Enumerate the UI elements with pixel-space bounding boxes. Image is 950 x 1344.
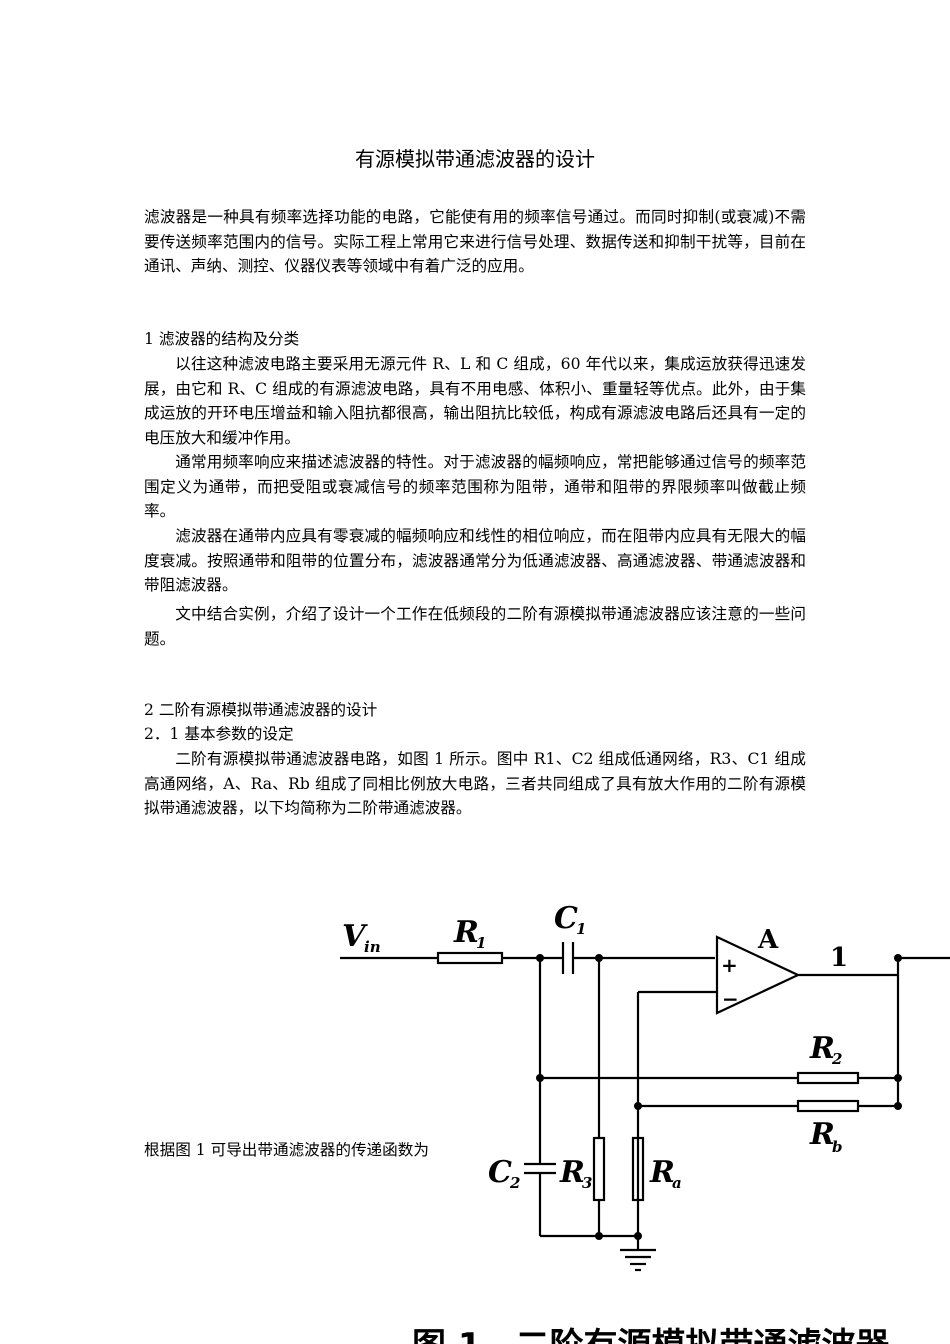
label-c2: C	[488, 1155, 512, 1190]
r2-resistor	[796, 1071, 860, 1085]
label-r3: R	[559, 1155, 585, 1190]
label-plus: +	[721, 953, 738, 977]
section1-heading: 1 滤波器的结构及分类	[144, 330, 300, 348]
label-rb: R	[809, 1117, 835, 1152]
intro-paragraph: 滤波器是一种具有频率选择功能的电路，它能使有用的频率信号通过。而同时抑制(或衰减…	[144, 208, 806, 275]
page-title: 有源模拟带通滤波器的设计	[355, 147, 595, 171]
label-ra: R	[649, 1155, 675, 1190]
label-ra-sub: a	[672, 1174, 682, 1192]
label-vin: V	[342, 919, 368, 954]
section2-subheading: 2．1 基本参数的设定	[144, 725, 294, 743]
section2-heading: 2 二阶有源模拟带通滤波器的设计	[144, 701, 378, 719]
circuit-figure: V in R 1 C 1 A + − 1 R 2 R b C 2 R 3 R a…	[320, 880, 950, 1344]
label-r1-sub: 1	[476, 934, 486, 952]
section1-paragraph-2: 通常用频率响应来描述滤波器的特性。对于滤波器的幅频响应，常把能够通过信号的频率范…	[144, 453, 806, 520]
label-amp: A	[757, 925, 779, 955]
section2-paragraph: 二阶有源模拟带通滤波器电路，如图 1 所示。图中 R1、C2 组成低通网络，R3…	[144, 750, 806, 817]
label-r2-sub: 2	[831, 1050, 842, 1068]
bandpass-circuit-diagram: V in R 1 C 1 A + − 1 R 2 R b C 2 R 3 R a…	[340, 901, 950, 1344]
r3-resistor	[592, 1136, 606, 1202]
section1-paragraph-1: 以往这种滤波电路主要采用无源元件 R、L 和 C 组成，60 年代以来，集成运放…	[144, 355, 806, 447]
op-amp-triangle	[715, 935, 801, 1015]
ra-resistor	[631, 1136, 645, 1202]
transfer-function-text: 根据图 1 可导出带通滤波器的传递函数为	[144, 1141, 429, 1159]
label-node-1: 1	[830, 943, 848, 973]
figure-caption: 图 1 二阶有源模拟带通滤波器	[412, 1326, 890, 1344]
r1-resistor	[436, 951, 504, 965]
rb-resistor	[796, 1099, 860, 1113]
label-c1-sub: 1	[576, 920, 586, 938]
label-c2-sub: 2	[509, 1174, 520, 1192]
label-vin-sub: in	[364, 938, 381, 956]
label-r3-sub: 3	[582, 1174, 592, 1192]
label-minus: −	[722, 987, 739, 1011]
section1-paragraph-4: 文中结合实例，介绍了设计一个工作在低频段的二阶有源模拟带通滤波器应该注意的一些问…	[144, 605, 806, 648]
label-c1: C	[554, 901, 578, 936]
label-r1: R	[453, 915, 479, 950]
section1-paragraph-3: 滤波器在通带内应具有零衰减的幅频响应和线性的相位响应，而在阻带内应具有无限大的幅…	[144, 527, 806, 594]
label-r2: R	[809, 1031, 835, 1066]
label-rb-sub: b	[832, 1138, 843, 1156]
